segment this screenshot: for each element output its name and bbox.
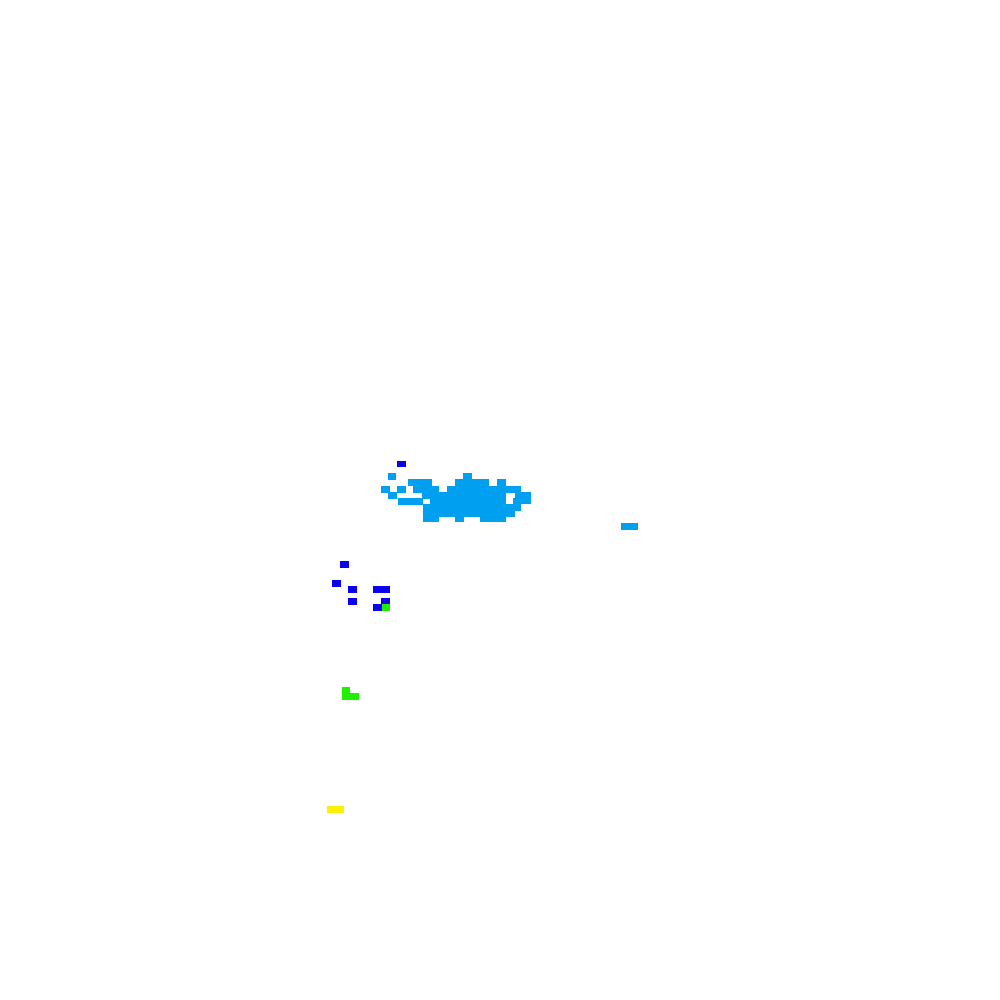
cell-cyan	[455, 516, 464, 522]
cell-cyan	[621, 523, 638, 530]
cell-cyan	[423, 516, 439, 522]
cell-cyan	[422, 492, 506, 499]
cell-cyan	[463, 473, 472, 480]
cell-cyan	[388, 473, 396, 480]
cluster-cyan-main	[381, 473, 531, 522]
cluster-blue	[332, 461, 406, 611]
cell-cyan	[447, 486, 521, 493]
cell-cyan	[423, 510, 515, 517]
cell-green	[342, 687, 350, 694]
cell-cyan	[381, 486, 390, 493]
cell-blue	[348, 598, 357, 605]
cell-blue	[397, 461, 406, 467]
cell-blue	[373, 604, 382, 611]
cell-blue	[381, 598, 390, 605]
cell-cyan	[388, 492, 397, 499]
cell-cyan	[455, 479, 489, 486]
cell-cyan	[423, 504, 521, 511]
cell-cyan	[515, 492, 531, 499]
cell-cyan	[480, 516, 506, 522]
cluster-yellow	[327, 806, 344, 813]
cell-cyan	[408, 479, 432, 486]
cell-blue	[340, 561, 349, 568]
cell-blue	[332, 580, 341, 587]
cell-cyan	[430, 498, 506, 505]
cluster-cyan-east	[621, 523, 638, 530]
cell-cyan	[398, 498, 423, 505]
cell-cyan	[397, 486, 406, 493]
cell-cyan	[513, 498, 531, 504]
cell-cyan	[413, 486, 439, 493]
cell-blue	[373, 586, 390, 593]
cell-green	[382, 604, 390, 611]
cell-blue	[348, 586, 357, 593]
cell-green	[342, 693, 359, 700]
cell-cyan	[497, 479, 506, 486]
cell-yellow	[327, 806, 344, 813]
cluster-green	[342, 604, 390, 700]
